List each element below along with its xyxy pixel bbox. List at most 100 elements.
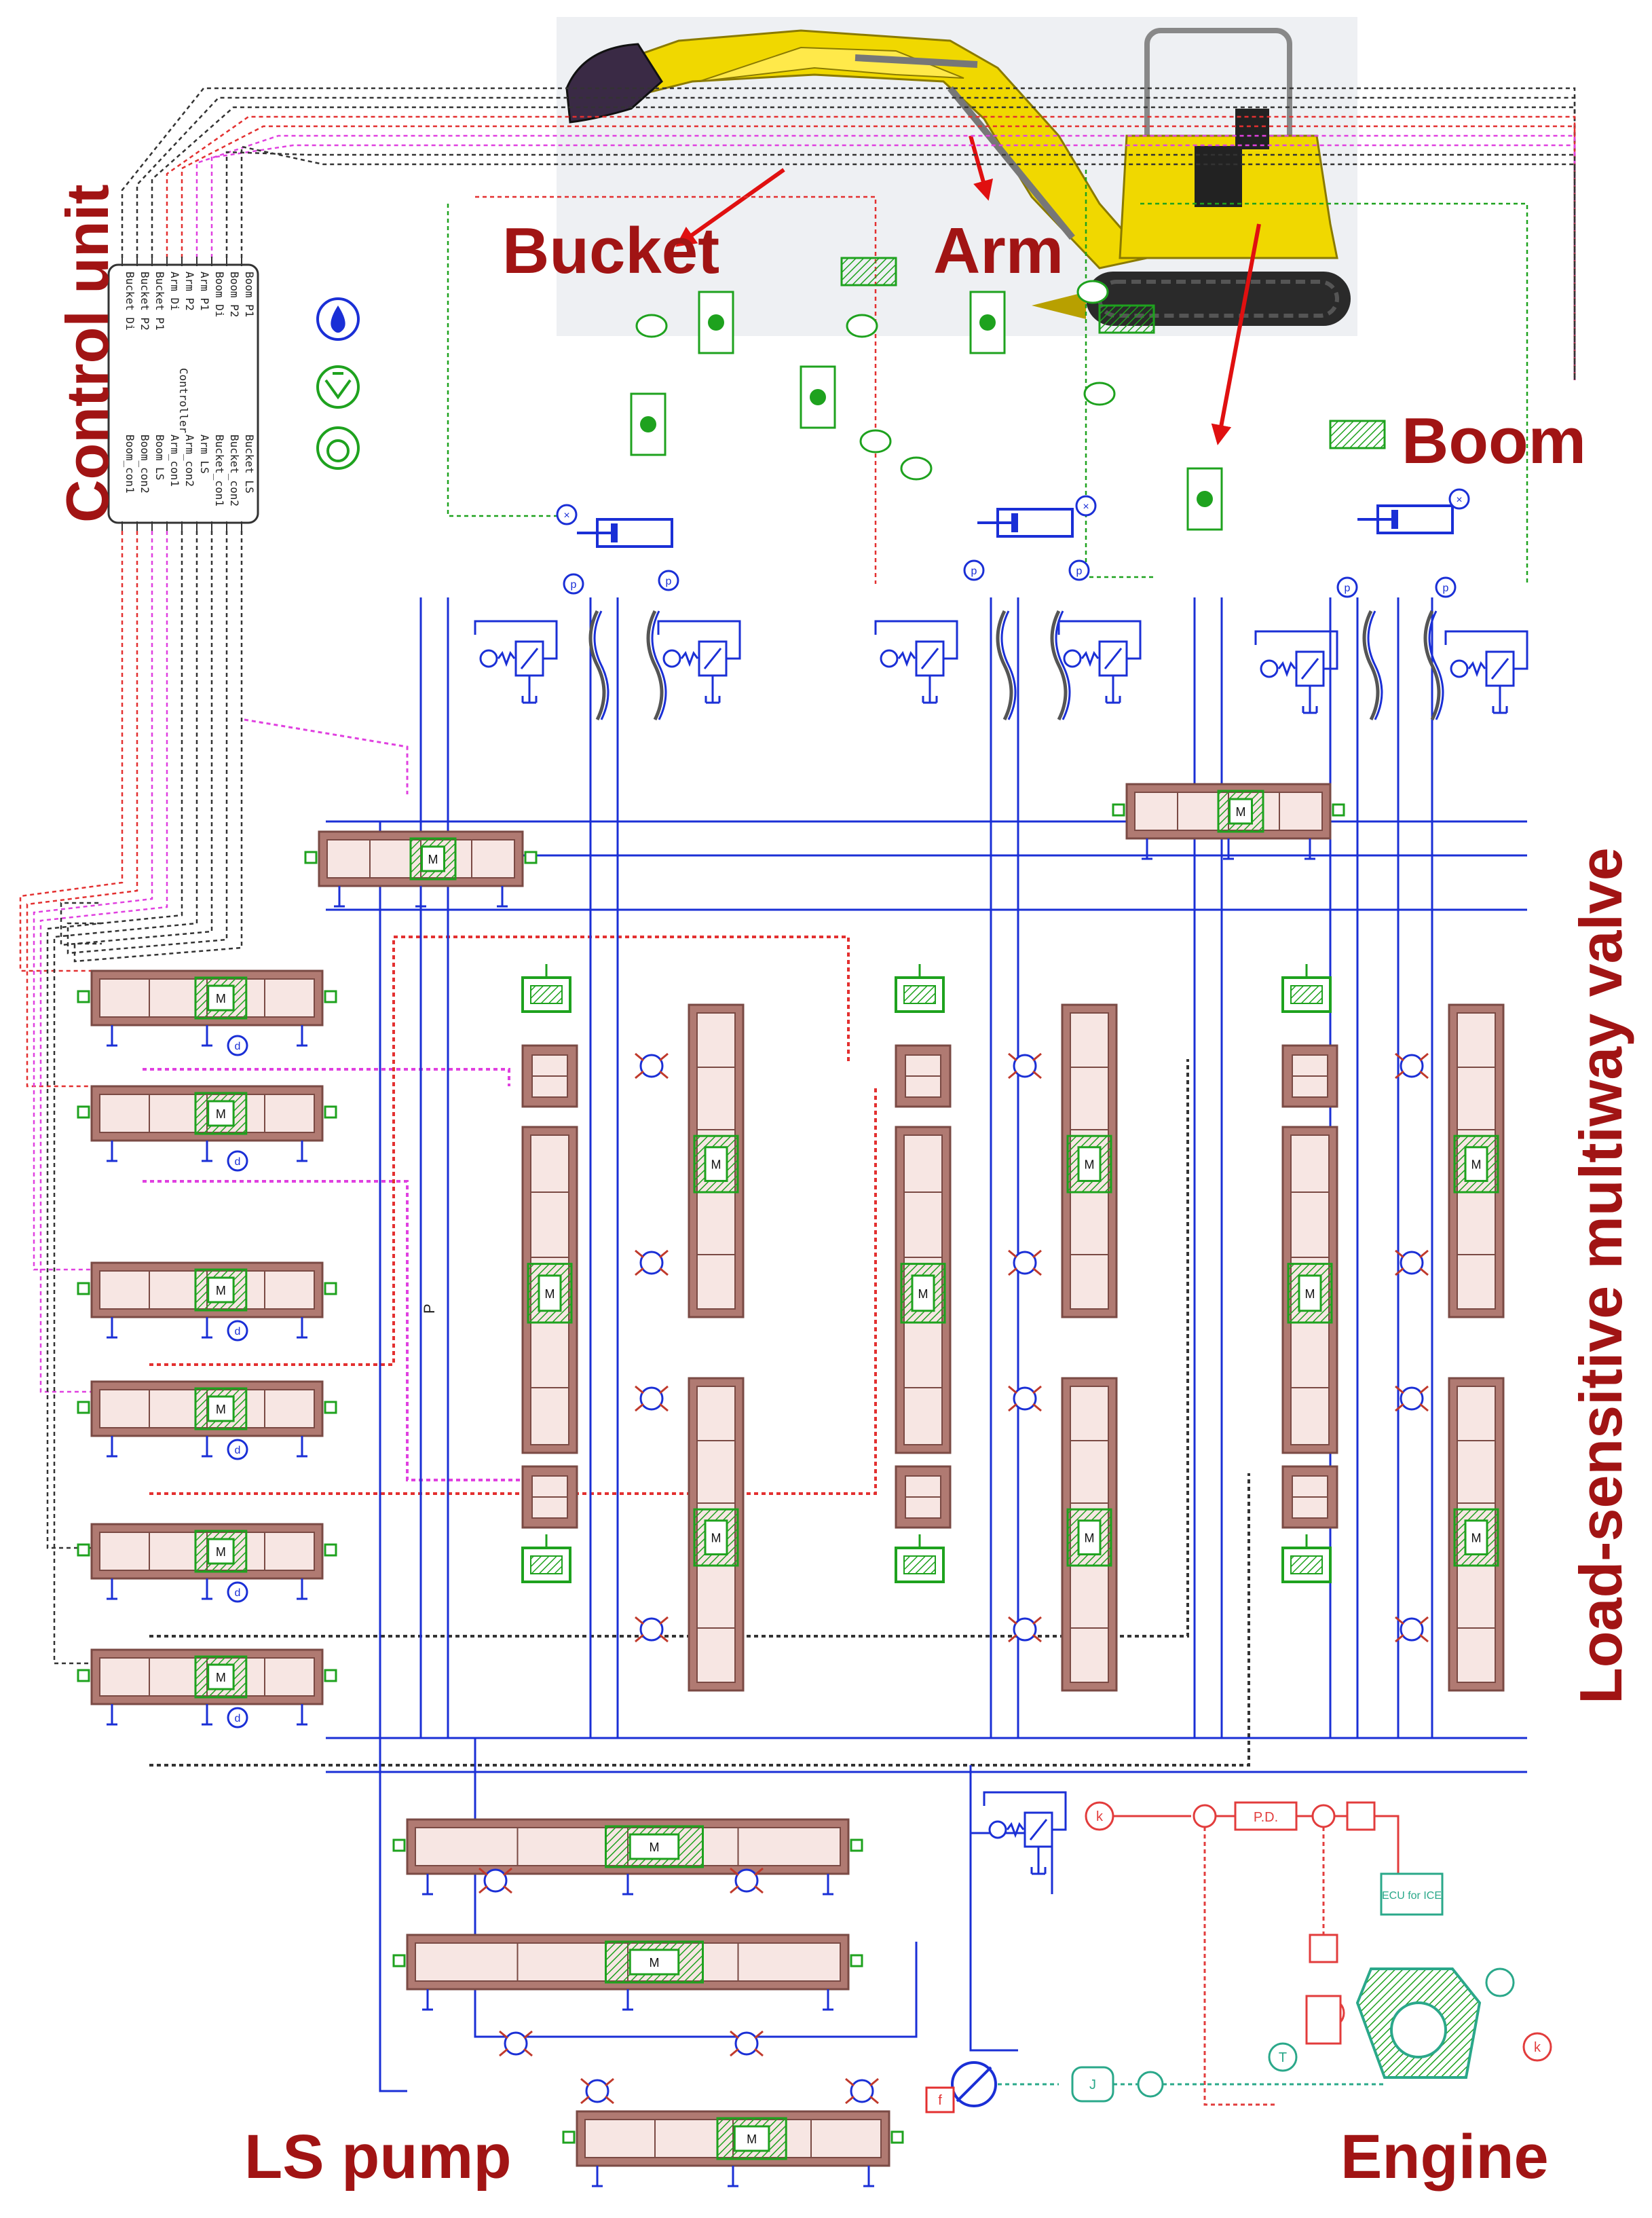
hose [588,610,609,721]
controller-port-label: Arm_con2 [183,435,196,487]
spring-damper [1329,420,1386,449]
apple-icon [316,426,360,470]
controller-port-label: Arm Di [168,272,181,311]
svg-text:d: d [235,1445,241,1456]
displacement-sensor: d [227,1707,248,1729]
valve-actuator: M [194,1092,248,1135]
boom-cylinder [1357,504,1454,534]
torque-source: T [1268,2042,1298,2072]
flow-orifice [1008,1385,1042,1412]
inertia-mass [859,429,892,454]
controller-port-label: Arm_con1 [168,435,181,487]
flow-orifice [635,1052,669,1079]
controller-port-label: Boom LS [153,435,166,480]
spring-damper [840,257,897,287]
svg-text:T: T [1279,2050,1287,2065]
displacement-sensor: d [227,1035,248,1056]
hose [646,610,667,721]
linkage-joint [800,365,836,429]
valve-actuator: M [605,1825,704,1868]
controller-port-label: Boom P1 [243,272,256,317]
section-bottom-actuator [521,1534,571,1583]
section-bottom-actuator [1281,1534,1332,1583]
valve-actuator: M [194,1530,248,1573]
pump-orifice [730,2030,764,2057]
relief-valve-bucket-a [474,620,558,704]
svg-text:p: p [1443,583,1449,594]
displacement-sensor: d [227,1320,248,1342]
pressure-gauge: p [563,573,584,595]
pump-orifice [845,2077,879,2105]
linkage-joint [630,392,667,456]
section-top-actuator [1281,964,1332,1013]
controller-port-label: Bucket_con2 [228,435,241,506]
pressure-gauge: p [1068,559,1090,581]
sensor-gauge: × [1448,488,1470,510]
displacement-sensor: d [227,1581,248,1603]
linkage-joint [1186,467,1223,531]
sensor-gauge: × [1075,495,1097,517]
valve-actuator: M [1453,1134,1499,1194]
svg-text:×: × [1456,494,1462,506]
svg-text:ECU for ICE: ECU for ICE [1382,1890,1442,1902]
speed-sensor [1137,2071,1164,2098]
pump-relief-valve [983,1791,1067,1875]
relief-valve-boom-a [1254,630,1338,714]
svg-text:M: M [711,1532,721,1545]
flow-orifice [1395,1385,1429,1412]
svg-text:P.D.: P.D. [1254,1810,1278,1825]
svg-text:M: M [650,1956,660,1970]
svg-text:M: M [216,1107,226,1121]
displacement-sensor: d [227,1150,248,1172]
svg-text:×: × [563,510,569,521]
relief-valve-bucket-b [657,620,741,704]
section-pressure-compensator [1281,1044,1338,1108]
svg-text:J: J [1089,2077,1096,2092]
ecu-block: ECU for ICE [1380,1872,1444,1916]
svg-text:M: M [216,1671,226,1684]
flow-orifice [635,1616,669,1643]
controller-port-label: Arm P1 [198,272,211,311]
valve-actuator: M [527,1263,573,1324]
svg-text:p: p [1076,566,1083,577]
summing-junction [1311,1804,1336,1828]
flow-orifice [635,1385,669,1412]
pressure-gauge: p [1435,576,1457,598]
valve-actuator: M [693,1134,739,1194]
hose [1050,610,1071,721]
section-bottom-compensator [521,1465,578,1529]
sensor-gauge: × [556,504,578,525]
inertia-mass [1083,382,1116,406]
flow-orifice [1008,1052,1042,1079]
spring-damper [1098,304,1155,334]
pump-orifice [580,2077,614,2105]
hydraulic-lines [326,597,1527,2092]
fluid-drop-icon [331,306,345,333]
svg-text:p: p [666,576,672,587]
svg-text:M: M [1236,805,1246,819]
pump-f-label: f [938,2093,942,2108]
section-bottom-compensator [895,1465,952,1529]
svg-text:M: M [1085,1158,1095,1172]
svg-text:d: d [235,1041,241,1052]
relief-valve-arm-a [874,620,958,704]
label-load-sensitive-valve: Load-sensitive multiway valve [1567,847,1634,1704]
saturation-block [1346,1801,1376,1831]
valve-actuator: M [605,1940,704,1984]
section-top-actuator [895,964,945,1013]
multiplier-block [1309,1934,1338,1963]
flow-orifice [1395,1249,1429,1276]
inertia-j: J [1071,2066,1114,2103]
svg-text:M: M [428,853,438,866]
valve-actuator: M [194,1268,248,1312]
controller-port-label: Bucket_con1 [213,435,226,506]
valve-actuator: M [900,1263,946,1324]
section-pressure-compensator [895,1044,952,1108]
label-bucket: Bucket [502,215,720,287]
engine-gain-k: k [1522,2032,1552,2062]
section-pressure-compensator [521,1044,578,1108]
valve-actuator: M [1217,790,1264,833]
